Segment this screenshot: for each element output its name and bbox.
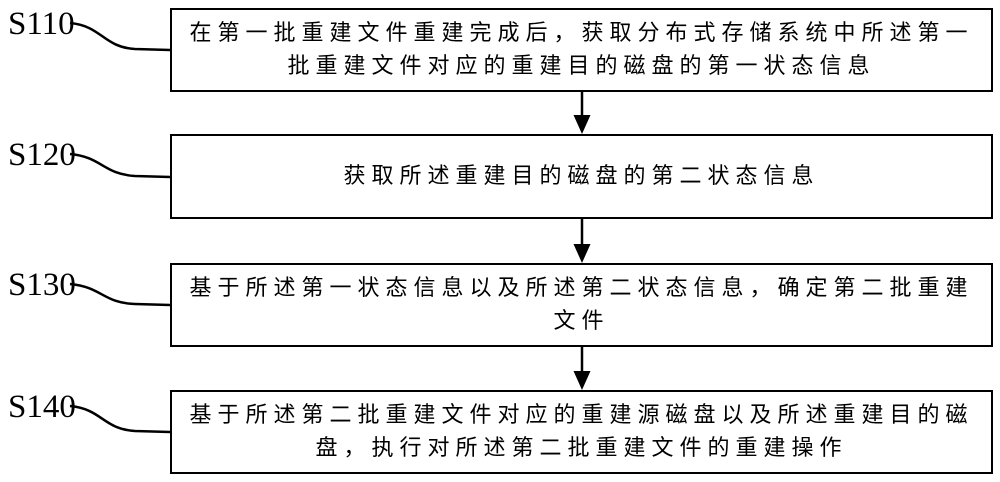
flow-step-text-s120: 获取所述重建目的磁盘的第二状态信息 — [343, 164, 820, 189]
flow-step-text-s110: 在第一批重建文件重建完成后，获取分布式存储系统中所述第一批重建文件对应的重建目的… — [189, 21, 974, 79]
step-label-s140: S140 — [8, 389, 76, 425]
flow-arrow-1 — [573, 92, 591, 134]
flow-step-text-s140: 基于所述第二批重建文件对应的重建源磁盘以及所述重建目的磁盘，执行对所述第二批重建… — [189, 403, 974, 461]
step-label-s130: S130 — [8, 267, 76, 303]
flow-step-box-s110: 在第一批重建文件重建完成后，获取分布式存储系统中所述第一批重建文件对应的重建目的… — [170, 8, 993, 92]
flow-step-box-s130: 基于所述第一状态信息以及所述第二状态信息，确定第二批重建文件 — [170, 263, 993, 347]
flow-step-box-s140: 基于所述第二批重建文件对应的重建源磁盘以及所述重建目的磁盘，执行对所述第二批重建… — [170, 390, 993, 474]
flow-arrow-2 — [573, 219, 591, 263]
flow-step-text-s130: 基于所述第一状态信息以及所述第二状态信息，确定第二批重建文件 — [189, 276, 974, 334]
step-label-s110: S110 — [8, 6, 75, 42]
step-label-s120: S120 — [8, 137, 76, 173]
flow-step-box-s120: 获取所述重建目的磁盘的第二状态信息 — [170, 134, 993, 219]
flow-arrow-3 — [573, 347, 591, 390]
